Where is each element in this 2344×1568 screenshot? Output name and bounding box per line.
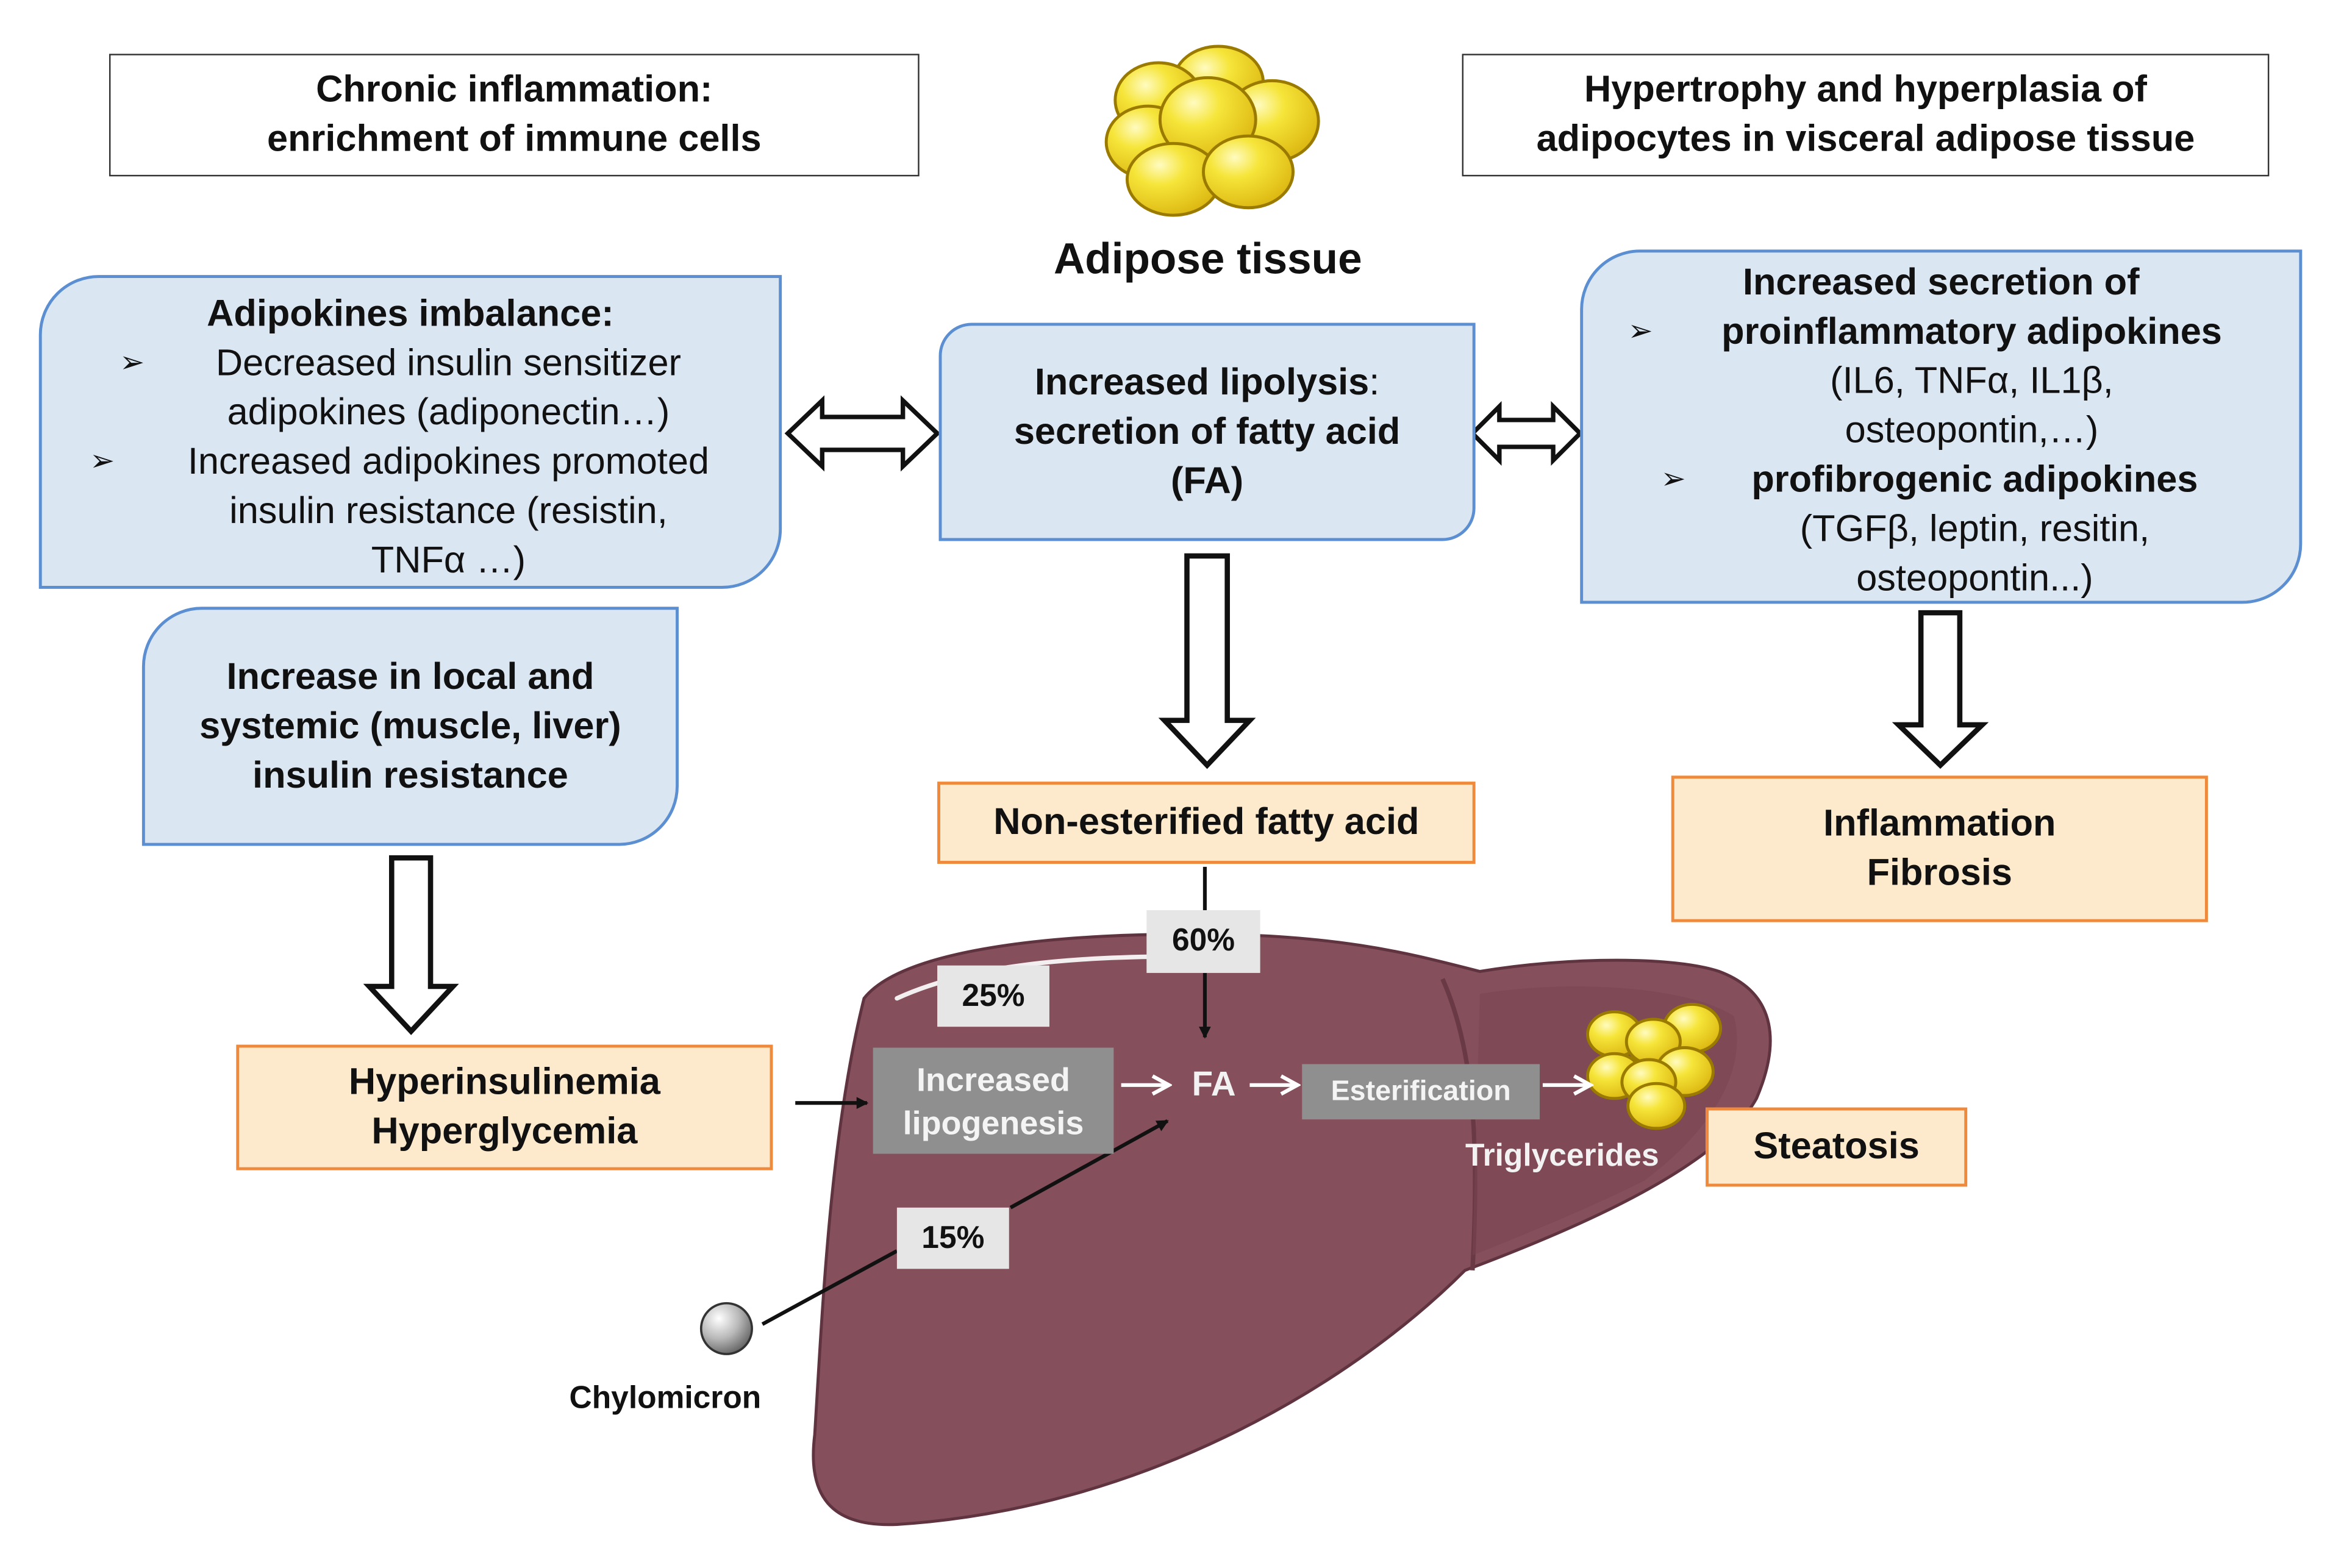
adipokines-item-2: ➢ Increased adipokines promoted insulin … [42, 438, 779, 586]
pct-15-tag: 15% [896, 1207, 1009, 1269]
proinflammatory-item-2-line1: (TGFβ, leptin, resitin, [1799, 508, 2150, 551]
chylomicron-line [761, 1249, 898, 1326]
hypertrophy-line1: Hypertrophy and hyperplasia of [1584, 68, 2147, 111]
proinflammatory-item-2: ➢ profibrogenic adipokines (TGFβ, leptin… [1583, 456, 2299, 604]
triglyceride-droplets-icon [1586, 1002, 1723, 1130]
increased-lipogenesis-tag: Increased lipogenesis [873, 1047, 1114, 1154]
insulin-resistance-box: Increase in local and systemic (muscle, … [141, 607, 679, 846]
fa-label: FA [1192, 1064, 1236, 1103]
insulin-resistance-line3: insulin resistance [252, 754, 568, 796]
pct-25-tag: 25% [937, 965, 1049, 1027]
insulin-resistance-line2: systemic (muscle, liver) [199, 704, 621, 747]
triglycerides-label: Triglycerides [1465, 1139, 1659, 1174]
lipolysis-colon: : [1369, 361, 1380, 403]
proinflammatory-item-1: ➢ proinflammatory adipokines (IL6, TNFα,… [1583, 308, 2299, 456]
chronic-inflammation-line2: enrichment of immune cells [267, 118, 762, 160]
down-arrow-proinflammatory [1892, 610, 1989, 769]
adipokines-item-1-line2: adipokines (adiponectin…) [227, 391, 670, 433]
proinflammatory-item-2-title: profibrogenic adipokines [1751, 458, 2198, 501]
proinflammatory-item-1-line1: (IL6, TNFα, IL1β, [1830, 360, 2114, 402]
chylomicron-label: Chylomicron [569, 1381, 762, 1416]
nefa-box: Non-esterified fatty acid [937, 782, 1476, 864]
lipogenesis-line1: Increased [917, 1060, 1070, 1098]
bullet-arrow-icon: ➢ [90, 445, 115, 479]
double-arrow-right [1469, 401, 1584, 466]
adipose-tissue-icon [1104, 45, 1320, 217]
inflammation-label: Inflammation [1823, 802, 2056, 845]
lipolysis-line3: (FA) [1170, 459, 1244, 502]
hypertrophy-box: Hypertrophy and hyperplasia of adipocyte… [1462, 54, 2270, 177]
bullet-arrow-icon: ➢ [1660, 463, 1686, 496]
proinflammatory-item-2-line2: osteopontin...) [1856, 557, 2093, 600]
down-arrow-lipolysis [1158, 553, 1256, 769]
steatosis-box: Steatosis [1706, 1107, 1968, 1187]
hypertrophy-line2: adipocytes in visceral adipose tissue [1536, 118, 2195, 160]
adipokines-title: Adipokines imbalance: [207, 293, 614, 335]
proinflammatory-item-1-title: proinflammatory adipokines [1721, 310, 2222, 353]
adipokines-item-2-line1: Increased adipokines promoted [187, 441, 710, 483]
chylomicron-to-fa-arrow [1009, 1119, 1169, 1210]
double-arrow-left [784, 395, 941, 472]
proinflammatory-box: Increased secretion of ➢ proinflammatory… [1580, 249, 2303, 604]
liver-highlight [895, 954, 1184, 1001]
lipogenesis-line2: lipogenesis [902, 1103, 1084, 1141]
chylomicron-icon [699, 1302, 753, 1355]
hyperinsulinemia-label: Hyperinsulinemia [348, 1061, 660, 1103]
hyperglycemia-label: Hyperglycemia [371, 1110, 638, 1153]
adipokines-item-2-line2: insulin resistance (resistin, [229, 490, 668, 532]
bullet-arrow-icon: ➢ [1628, 315, 1653, 349]
nefa-label: Non-esterified fatty acid [993, 801, 1420, 843]
proinflammatory-item-1-line2: osteopontin,…) [1845, 409, 2099, 452]
bullet-arrow-icon: ➢ [120, 346, 145, 380]
down-arrow-insulin [363, 855, 459, 1035]
pct-60-tag: 60% [1146, 910, 1260, 973]
esterification-tag: Esterification [1302, 1064, 1540, 1120]
inflammation-fibrosis-box: Inflammation Fibrosis [1671, 775, 2208, 922]
adipokines-item-2-line3: TNFα …) [371, 539, 526, 582]
adipokines-imbalance-box: Adipokines imbalance: ➢ Decreased insuli… [38, 275, 782, 589]
chronic-inflammation-box: Chronic inflammation: enrichment of immu… [109, 54, 920, 177]
lipolysis-line2: secretion of fatty acid [1013, 410, 1401, 452]
lipolysis-title: Increased lipolysis [1034, 361, 1370, 403]
hyper-box: Hyperinsulinemia Hyperglycemia [236, 1044, 773, 1171]
proinflammatory-title: Increased secretion of [1742, 262, 2140, 304]
insulin-resistance-line1: Increase in local and [226, 655, 595, 697]
adipose-tissue-label: Adipose tissue [1053, 236, 1362, 284]
lipolysis-box: Increased lipolysis: secretion of fatty … [938, 323, 1476, 541]
adipokines-item-1: ➢ Decreased insulin sensitizer adipokine… [42, 339, 779, 438]
chronic-inflammation-line1: Chronic inflammation: [316, 68, 713, 111]
adipokines-item-1-line1: Decreased insulin sensitizer [215, 342, 681, 385]
steatosis-label: Steatosis [1753, 1125, 1920, 1167]
fibrosis-label: Fibrosis [1867, 852, 2012, 894]
